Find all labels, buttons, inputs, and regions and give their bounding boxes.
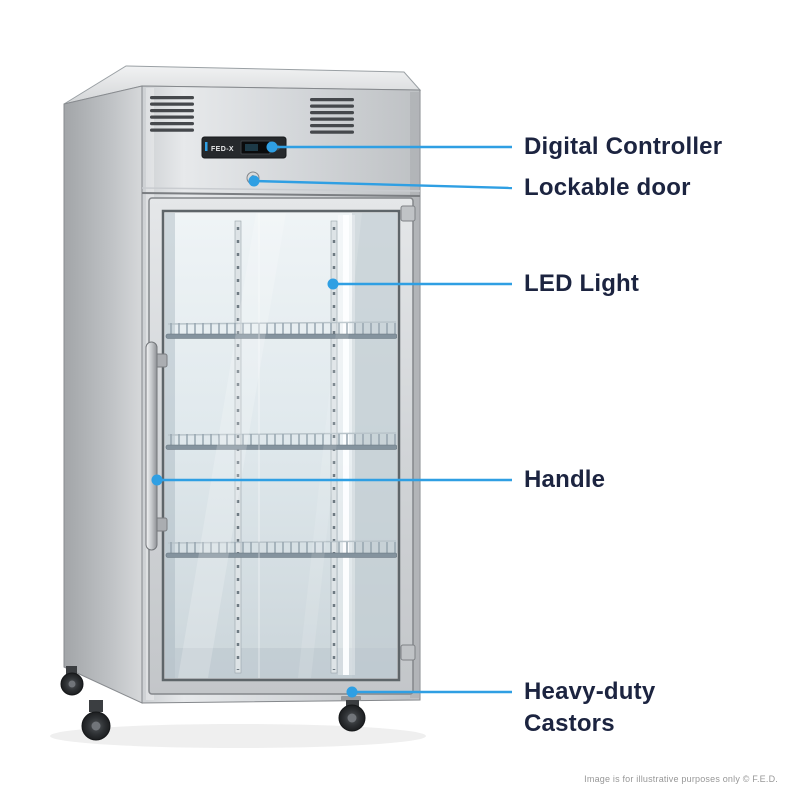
- castors: [60, 666, 366, 741]
- callout-label-heavy-duty-castors: Heavy-duty Castors: [524, 678, 656, 737]
- door-interior: [165, 213, 397, 678]
- door-handle: [145, 341, 168, 551]
- callout-line-lockable-door: [253, 179, 513, 190]
- castor-front-right: [338, 696, 366, 732]
- vent-grille-left: [150, 96, 194, 132]
- controller-logo-mark: [205, 142, 208, 151]
- wire-shelf-bottom: [165, 540, 397, 558]
- wire-shelf-middle: [165, 432, 397, 450]
- door-hinge-top: [400, 205, 416, 222]
- wire-shelf-top: [165, 321, 397, 339]
- controller-logo: FED-X: [211, 146, 234, 153]
- callout-label-led-light: LED Light: [524, 270, 640, 297]
- callout-dot-handle: [151, 474, 163, 486]
- footer-copyright: © F.E.D.: [742, 774, 778, 784]
- callout-label-handle: Handle: [524, 466, 606, 493]
- castor-front-left: [81, 700, 111, 741]
- callout-label-lockable-door: Lockable door: [524, 174, 691, 201]
- footer-note-text: Image is for illustrative purposes only: [584, 774, 741, 784]
- callout-dot-lockable-door: [248, 175, 260, 187]
- glass-reflection: [178, 213, 286, 678]
- door-hinge-bottom: [400, 644, 416, 661]
- vent-grille-right: [310, 98, 354, 134]
- castor-rear-left: [60, 666, 84, 696]
- callout-lines: [151, 141, 513, 698]
- glass-door: [145, 197, 416, 695]
- callout-dot-led-light: [327, 278, 339, 290]
- machine-compartment: FED-X: [141, 96, 421, 197]
- callout-label-digital-controller: Digital Controller: [524, 133, 723, 160]
- cabinet-side-panel: [63, 85, 143, 704]
- callout-dot-digital-controller: [266, 141, 278, 153]
- interior-floor: [165, 648, 397, 678]
- footer-disclaimer: Image is for illustrative purposes only …: [584, 774, 778, 784]
- glass-reflection: [298, 213, 362, 678]
- door-gasket: [161, 209, 401, 682]
- floor-shadow: [50, 724, 426, 748]
- callout-dot-castors: [346, 686, 358, 698]
